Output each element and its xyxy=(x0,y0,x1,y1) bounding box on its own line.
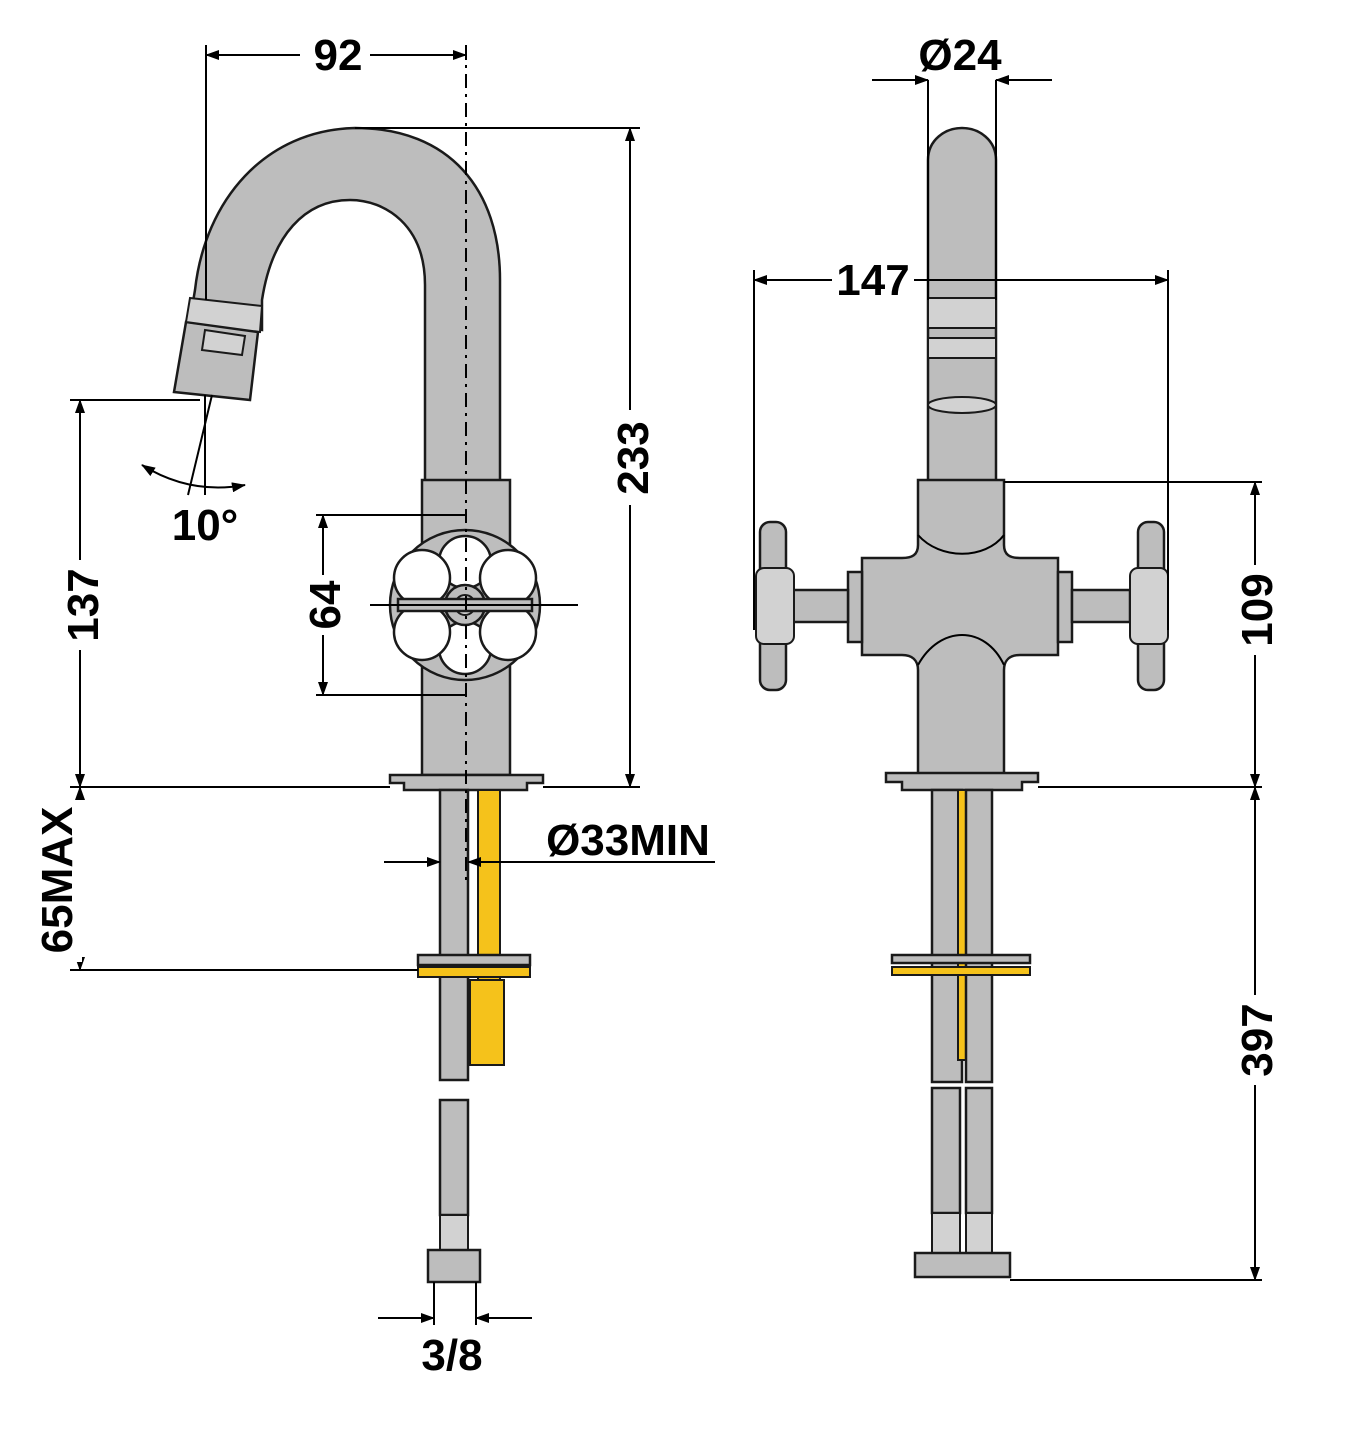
hose-ferrule xyxy=(439,1214,469,1251)
front-view: Ø24 147 109 397 xyxy=(753,31,1282,1281)
dim-outlet-height: 137 xyxy=(59,568,108,641)
side-view: 92 233 137 10° 64 65MAX Ø33MIN xyxy=(33,30,715,1380)
dim-spout-diameter: Ø24 xyxy=(918,31,1002,80)
dim-max-deck: 65MAX xyxy=(33,807,82,954)
dim-hole-diameter: Ø33MIN xyxy=(546,816,710,865)
dim-hose-length: 397 xyxy=(1233,1003,1282,1076)
dim-body-height: 109 xyxy=(1233,573,1282,646)
hose-nut xyxy=(426,1248,482,1284)
fixing-washer-brass xyxy=(417,966,531,978)
fixing-washer xyxy=(416,953,532,967)
brass-fitting xyxy=(469,979,505,1066)
dim-spout-reach: 92 xyxy=(314,31,363,80)
front-body xyxy=(860,478,1060,777)
dim-total-height: 233 xyxy=(609,421,658,494)
supply-hose xyxy=(438,1098,470,1217)
aerator-ring xyxy=(184,296,264,334)
dim-spray-angle: 10° xyxy=(172,501,239,550)
spout xyxy=(188,126,502,487)
threaded-shank xyxy=(438,788,470,1082)
aerator-nozzle xyxy=(200,328,247,357)
dim-connection: 3/8 xyxy=(421,1331,482,1380)
dim-handle-diameter: 64 xyxy=(301,580,350,629)
dim-handle-span: 147 xyxy=(836,256,909,305)
